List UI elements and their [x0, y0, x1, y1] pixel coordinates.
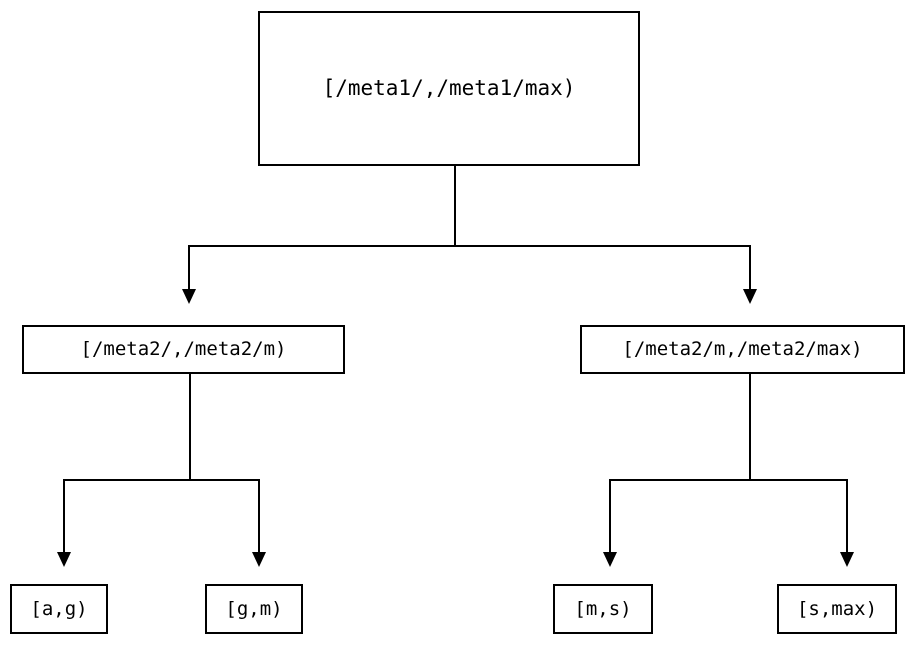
- edge-root-stem: [454, 166, 456, 247]
- tree-node-mid-right[interactable]: [/meta2/m,/meta2/max): [580, 325, 905, 374]
- edge-mid-left-to-leaf-ag-drop: [63, 479, 65, 553]
- arrowhead-mid-left-to-leaf-ag-icon: [57, 552, 71, 567]
- tree-node-mid-left[interactable]: [/meta2/,/meta2/m): [22, 325, 345, 374]
- tree-node-leaf-m-s-label: [m,s): [574, 597, 632, 620]
- edge-mid-left-crossbar: [63, 479, 260, 481]
- tree-node-leaf-s-max-label: [s,max): [796, 597, 878, 620]
- tree-node-mid-left-label: [/meta2/,/meta2/m): [80, 338, 287, 360]
- edge-root-to-mid-left-drop: [188, 245, 190, 290]
- tree-node-leaf-a-g-label: [a,g): [30, 597, 88, 620]
- arrowhead-mid-left-to-leaf-gm-icon: [252, 552, 266, 567]
- tree-node-mid-right-label: [/meta2/m,/meta2/max): [622, 338, 863, 360]
- tree-node-leaf-g-m[interactable]: [g,m): [205, 584, 303, 634]
- tree-node-leaf-g-m-label: [g,m): [225, 597, 283, 620]
- edge-root-to-mid-right-drop: [749, 245, 751, 290]
- edge-mid-left-stem: [189, 374, 191, 481]
- tree-node-root[interactable]: [/meta1/,/meta1/max): [258, 11, 640, 166]
- edge-mid-left-to-leaf-gm-drop: [258, 479, 260, 553]
- edge-root-crossbar: [188, 245, 751, 247]
- tree-node-leaf-s-max[interactable]: [s,max): [777, 584, 897, 634]
- edge-mid-right-stem: [749, 374, 751, 481]
- tree-node-root-label: [/meta1/,/meta1/max): [322, 76, 576, 100]
- arrowhead-root-to-mid-right-icon: [743, 289, 757, 304]
- tree-node-leaf-a-g[interactable]: [a,g): [10, 584, 108, 634]
- arrowhead-mid-right-to-leaf-ms-icon: [603, 552, 617, 567]
- edge-mid-right-to-leaf-ms-drop: [609, 479, 611, 553]
- tree-node-leaf-m-s[interactable]: [m,s): [553, 584, 653, 634]
- edge-mid-right-to-leaf-smax-drop: [846, 479, 848, 553]
- arrowhead-root-to-mid-left-icon: [182, 289, 196, 304]
- edge-mid-right-crossbar: [609, 479, 848, 481]
- arrowhead-mid-right-to-leaf-smax-icon: [840, 552, 854, 567]
